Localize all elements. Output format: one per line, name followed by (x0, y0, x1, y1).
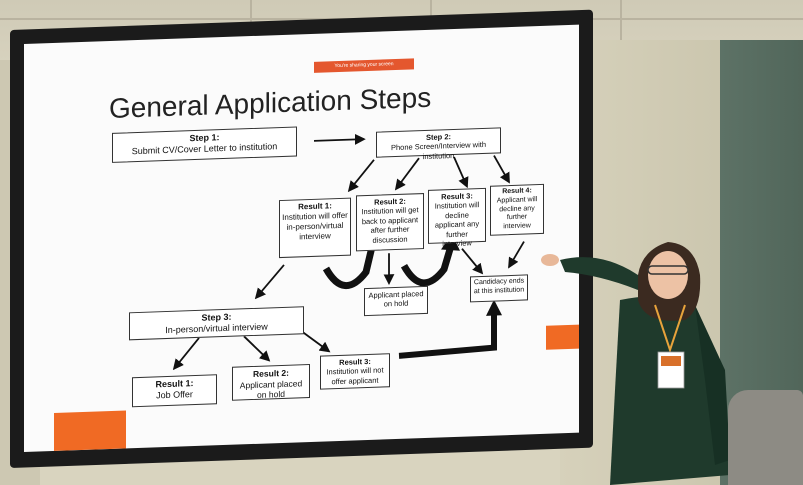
result4-box: Result 4: Applicant will decline any fur… (490, 183, 544, 236)
step3-result2-box: Result 2: Applicant placed on hold (232, 364, 310, 401)
result4-text: Applicant will decline any further inter… (496, 195, 538, 231)
arrow-step3-result1 (172, 337, 200, 371)
result3-box: Result 3: Institution will decline appli… (428, 187, 486, 248)
thick-arrow-to-end (398, 312, 497, 359)
arrow-step2-result4 (493, 155, 510, 184)
result3-text: Institution will decline applicant any f… (434, 200, 480, 249)
arrow-result4-end (508, 241, 525, 269)
arrow-step3-result3 (298, 328, 331, 353)
step2-text: Phone Screen/Interview with institution (390, 140, 487, 161)
step2-box: Step 2: Phone Screen/Interview with inst… (376, 127, 501, 161)
result2-box: Result 2: Institution will get back to a… (356, 193, 424, 252)
orange-accent-bottom-left (54, 410, 126, 451)
arrow-step2-result1 (347, 159, 375, 193)
step3-result1-box: Result 1: Job Offer (132, 374, 217, 408)
chair (728, 390, 803, 485)
hold-box: Applicant placed on hold (364, 285, 428, 317)
curved-arrow-left (322, 246, 376, 290)
result1-text: Institution will offer in-person/virtual… (282, 210, 348, 242)
hold-text: Applicant placed on hold (368, 289, 424, 309)
person-pointing-icon (541, 242, 730, 485)
step3-result3-text: Institution will not offer applicant (326, 365, 384, 387)
step3-result2-text: Applicant placed on hold (239, 377, 303, 401)
thick-arrow-to-end-head (486, 299, 502, 316)
arrow-step1-step2 (314, 134, 366, 145)
arrow-result3-end (461, 248, 484, 275)
result2-text: Institution will get back to applicant a… (361, 205, 419, 245)
step3-text: In-person/virtual interview (165, 321, 268, 336)
curved-arrow-right (400, 248, 454, 287)
step3-result1-text: Job Offer (156, 389, 193, 401)
step3-result3-box: Result 3: Institution will not offer app… (320, 353, 390, 390)
arrow-step2-result3 (453, 156, 469, 189)
result1-box: Result 1: Institution will offer in-pers… (279, 197, 351, 259)
candidacy-end-text: Candidacy ends at this institution (473, 277, 525, 296)
arrow-result1-step3 (254, 264, 285, 300)
flow-arrows (172, 134, 525, 371)
arrow-step3-result2 (243, 335, 271, 362)
ceiling-tile-line (620, 0, 622, 40)
tv-screen: You're sharing your screen General Appli… (24, 24, 579, 453)
arrow-step2-result2 (394, 157, 420, 191)
